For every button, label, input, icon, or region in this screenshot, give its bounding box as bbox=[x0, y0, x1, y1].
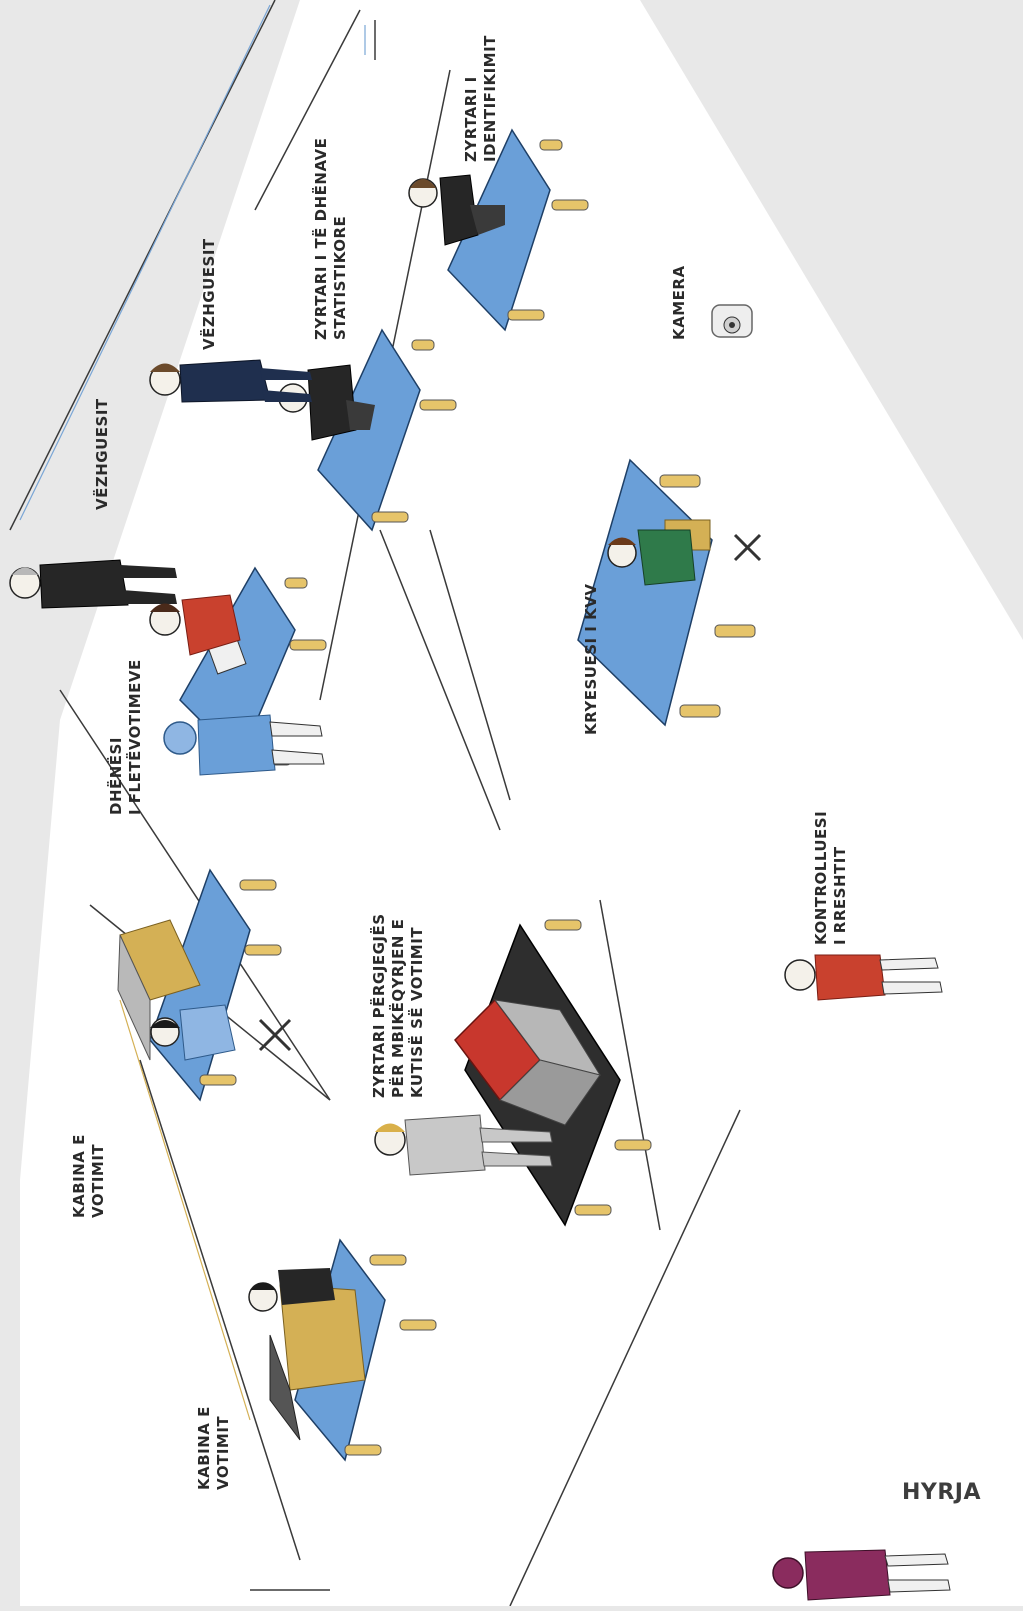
identification-table bbox=[447, 128, 589, 332]
chairman bbox=[607, 529, 696, 586]
label-vezhguesit-left: VËZHGUESIT bbox=[93, 398, 111, 510]
observer-dark bbox=[9, 559, 177, 609]
gold-accent-lines bbox=[119, 999, 251, 1421]
chairman-table bbox=[577, 458, 762, 727]
label-kontrolluesi: KONTROLLUESI I RRESHTIT bbox=[812, 810, 849, 945]
label-kabina-votimit-1: KABINA E VOTIMIT bbox=[70, 1134, 107, 1218]
voter-blue bbox=[163, 714, 325, 776]
ballot-box bbox=[454, 998, 602, 1126]
observer-navy bbox=[149, 359, 312, 403]
line-controller bbox=[784, 954, 943, 1001]
voter-in-booth bbox=[150, 1004, 236, 1061]
identification-officer bbox=[408, 174, 505, 246]
label-zyrtari-statistikore: ZYRTARI I TË DHËNAVE STATISTIKORE bbox=[312, 137, 349, 340]
label-kamera: KAMERA bbox=[670, 265, 688, 340]
voter-in-booth-lower bbox=[248, 1268, 335, 1312]
room-lines bbox=[9, 0, 741, 1607]
ballot-issuer bbox=[149, 594, 241, 656]
ballot-box-officer bbox=[374, 1114, 553, 1176]
label-zyrtari-identifikimit: ZYRTARI I IDENTIFIKIMIT bbox=[462, 35, 499, 162]
label-kabina-votimit-2: KABINA E VOTIMIT bbox=[195, 1406, 232, 1490]
label-vezhguesit-right: VËZHGUESIT bbox=[200, 238, 218, 350]
label-zyrtari-kutise: ZYRTARI PËRGJEGJËS PËR MBIKËQYRJEN E KUT… bbox=[370, 913, 426, 1098]
entrance-person bbox=[772, 1549, 951, 1601]
label-dhenesi: DHËNËSI I FLETËVOTIMEVE bbox=[107, 659, 144, 815]
label-kryesuesi: KRYESUESI I KVV bbox=[582, 583, 600, 735]
camera-icon bbox=[711, 304, 753, 338]
blue-accent-lines bbox=[19, 4, 366, 521]
voting-booth-lower bbox=[269, 1238, 437, 1462]
label-hyrja: HYRJA bbox=[902, 1480, 981, 1505]
